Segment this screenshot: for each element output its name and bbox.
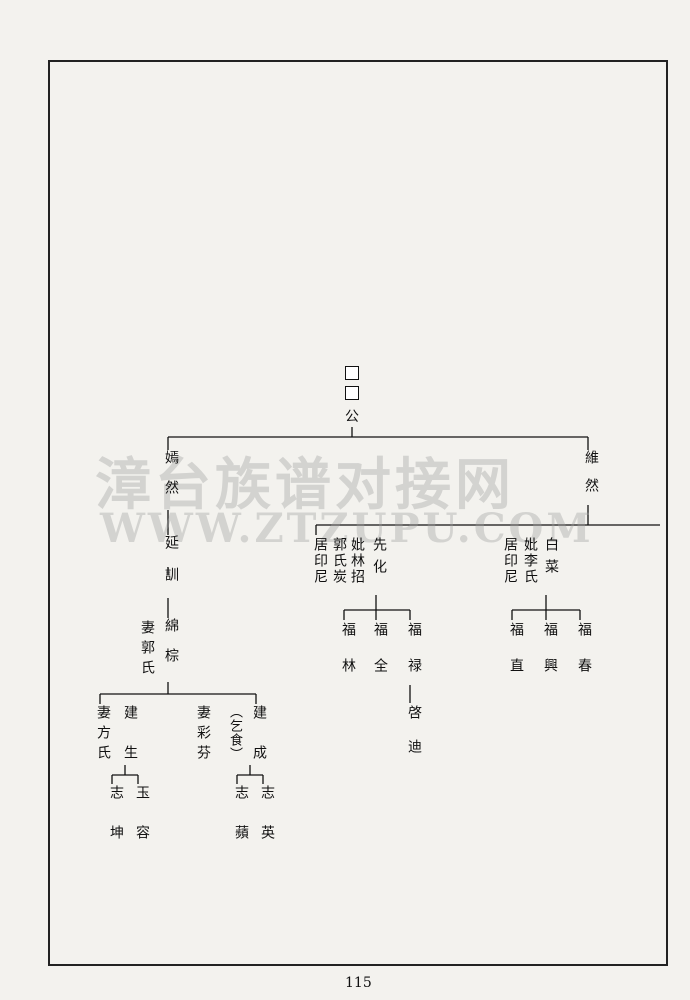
son-baicai-wife: 妣李氏 xyxy=(522,537,538,585)
grandchild-fulu: 福禄 xyxy=(406,622,422,694)
son-jiancheng: 建成 xyxy=(251,705,267,785)
page-number: 115 xyxy=(345,975,372,991)
left-grandchild-name: 綿棕 xyxy=(163,618,179,678)
missing-char-box-1 xyxy=(345,366,359,380)
missing-char-box-2 xyxy=(345,386,359,400)
son-jiancheng-wife: 妻彩芬 xyxy=(195,705,211,765)
son-xianhua-wife-2: 郭氏炭 xyxy=(331,537,347,585)
son-baicai: 白菜 xyxy=(543,537,559,581)
son-jiansheng: 建生 xyxy=(122,705,138,785)
grandchild-zhiping: 志蘋 xyxy=(233,785,249,865)
son-xianhua-wife-1: 妣林招 xyxy=(349,537,365,585)
grandchild-zhikun: 志坤 xyxy=(108,785,124,865)
left-child-name: 延訓 xyxy=(163,535,179,599)
son-xianhua-residence: 居印尼 xyxy=(312,537,328,585)
grandchild-fuquan: 福全 xyxy=(372,622,388,694)
grandchild-fuxing: 福興 xyxy=(542,622,558,694)
grandchild-yurong: 玉容 xyxy=(134,785,150,865)
right-branch-name: 維然 xyxy=(583,450,599,506)
left-branch-name: 嫣然 xyxy=(163,450,179,510)
grandchild-fuzhi: 福直 xyxy=(508,622,524,694)
son-baicai-residence: 居印尼 xyxy=(502,537,518,585)
grandchild-fulin: 福林 xyxy=(340,622,356,694)
page-border-frame xyxy=(48,60,668,966)
grandchild-fuchun: 福春 xyxy=(576,622,592,694)
ancestor-title: 公 xyxy=(345,409,359,425)
grandchild-zhiying: 志英 xyxy=(259,785,275,865)
son-jiancheng-note: （乞食） xyxy=(227,705,242,761)
son-jiansheng-wife: 妻方氏 xyxy=(95,705,111,765)
son-xianhua: 先化 xyxy=(371,537,387,581)
left-grandchild-wife: 妻郭氏 xyxy=(139,620,155,680)
great-grandchild-qidi: 啓迪 xyxy=(406,705,422,773)
